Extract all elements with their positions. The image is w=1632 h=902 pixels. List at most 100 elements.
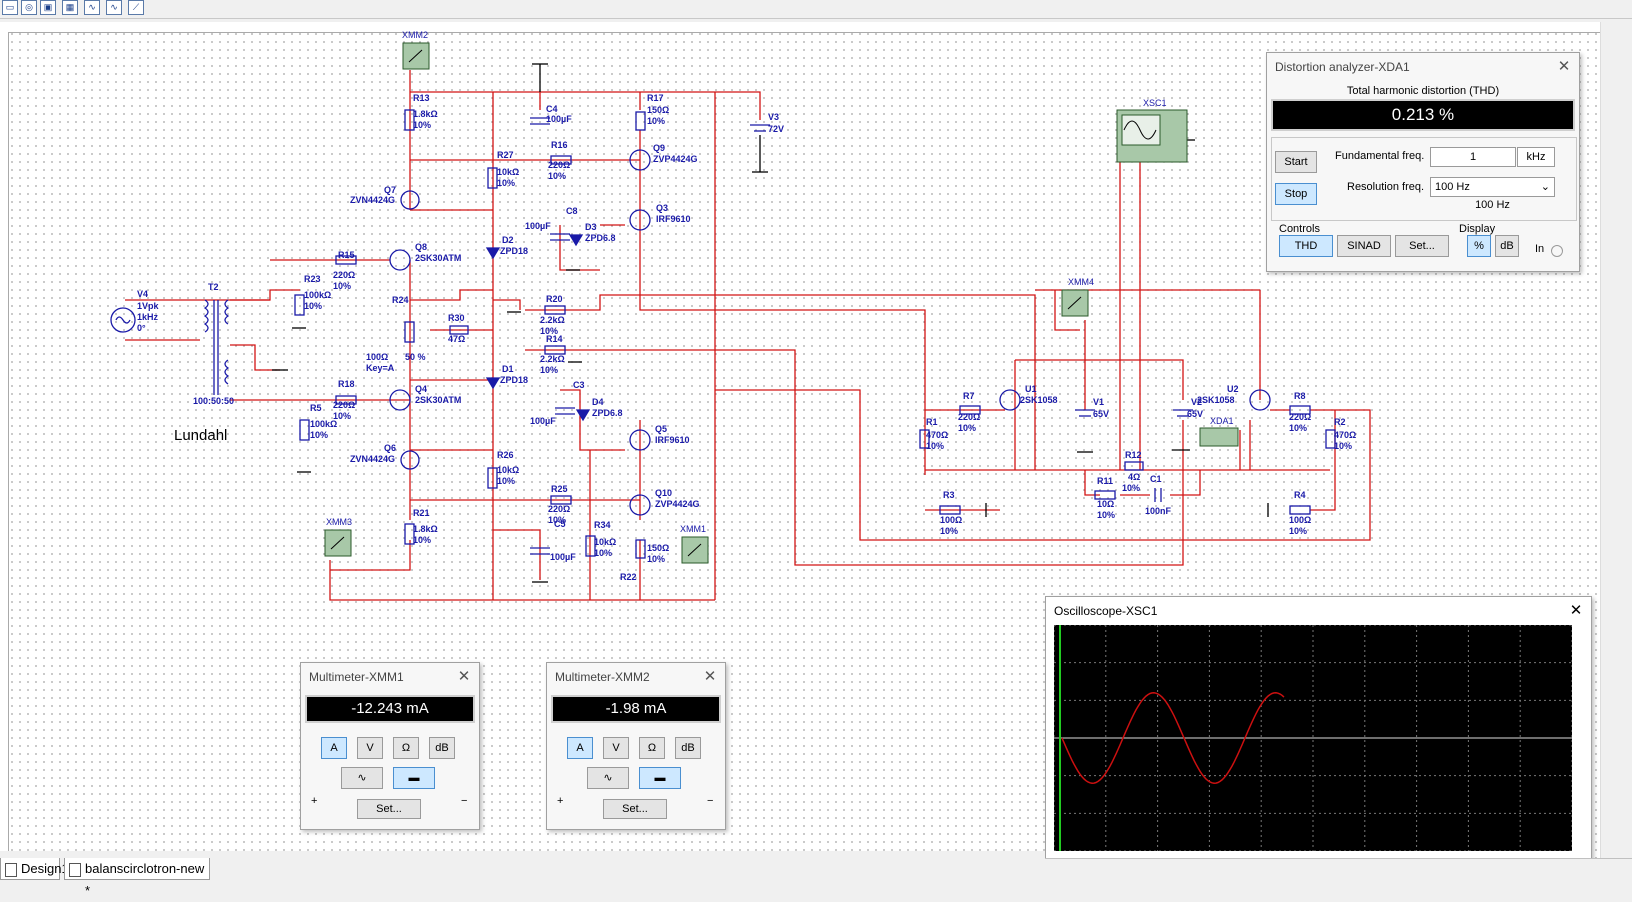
- multimeter-xmm1-icon[interactable]: [681, 536, 709, 564]
- ac-mode-button[interactable]: ∿: [587, 767, 629, 789]
- tab-balanscirclotron[interactable]: balanscirclotron-new *: [64, 858, 210, 898]
- svg-text:0°: 0°: [137, 323, 146, 333]
- thd-button[interactable]: THD: [1279, 235, 1333, 257]
- fundamental-freq-input[interactable]: 1: [1430, 147, 1516, 167]
- svg-text:2SK30ATM: 2SK30ATM: [415, 395, 461, 405]
- zoom-icon[interactable]: ◎: [21, 0, 37, 15]
- db-button[interactable]: dB: [429, 737, 455, 759]
- sine-trace: [1061, 692, 1285, 784]
- svg-text:2SK1058: 2SK1058: [1197, 395, 1235, 405]
- svg-text:Q6: Q6: [384, 443, 396, 453]
- distortion-xda1-icon[interactable]: [1199, 427, 1239, 447]
- resolution-freq-value: 100 Hz: [1435, 181, 1470, 193]
- svg-text:10%: 10%: [926, 441, 944, 451]
- svg-text:V2: V2: [1191, 397, 1202, 407]
- svg-text:V1: V1: [1093, 397, 1104, 407]
- transistor-q7: [400, 190, 420, 210]
- left-ruler: [0, 32, 9, 852]
- dc-mode-button[interactable]: ▬: [393, 767, 435, 789]
- svg-text:Lundahl: Lundahl: [174, 427, 227, 444]
- multimeter-xmm1-window[interactable]: Multimeter-XMM1 ✕ -12.243 mA A V Ω dB ∿ …: [300, 662, 480, 830]
- resolution-freq-select[interactable]: 100 Hz ⌄: [1430, 177, 1555, 197]
- display-label: Display: [1459, 223, 1496, 235]
- svg-text:100Ω: 100Ω: [366, 352, 388, 362]
- svg-text:100µF: 100µF: [550, 552, 576, 562]
- ac-source-v4: [110, 307, 136, 333]
- volt-button[interactable]: V: [603, 737, 629, 759]
- components: [110, 63, 1336, 583]
- set-button[interactable]: Set...: [603, 799, 667, 819]
- amp-button[interactable]: A: [567, 737, 593, 759]
- svg-text:C5: C5: [554, 519, 566, 529]
- transformer-t2: [203, 299, 209, 333]
- svg-text:ZPD18: ZPD18: [500, 246, 528, 256]
- vertical-scrollbar[interactable]: [1600, 22, 1632, 860]
- multimeter-xmm2-window[interactable]: Multimeter-XMM2 ✕ -1.98 mA A V Ω dB ∿ ▬ …: [546, 662, 726, 830]
- trend-icon[interactable]: ⟋: [128, 0, 144, 15]
- ohm-button[interactable]: Ω: [639, 737, 665, 759]
- start-button[interactable]: Start: [1275, 151, 1317, 173]
- db-button[interactable]: dB: [675, 737, 701, 759]
- chart-icon[interactable]: ▭: [2, 0, 18, 15]
- svg-text:2.2kΩ: 2.2kΩ: [540, 354, 565, 364]
- wave-icon[interactable]: ∿: [84, 0, 100, 15]
- svg-text:10%: 10%: [1334, 441, 1352, 451]
- svg-text:10%: 10%: [333, 411, 351, 421]
- input-terminal-icon[interactable]: [1551, 245, 1563, 257]
- close-icon[interactable]: ✕: [703, 668, 717, 685]
- percent-button[interactable]: %: [1467, 235, 1491, 257]
- transistor-q8: [389, 249, 411, 271]
- multimeter-xmm3-icon[interactable]: [324, 529, 352, 557]
- svg-text:10%: 10%: [333, 281, 351, 291]
- set-button[interactable]: Set...: [1395, 235, 1449, 257]
- control-panel: [1271, 137, 1577, 221]
- resistor-r12: [1124, 461, 1144, 471]
- horizontal-scrollbar[interactable]: [0, 851, 1045, 861]
- svg-text:65V: 65V: [1187, 409, 1203, 419]
- svg-text:10Ω: 10Ω: [1097, 499, 1114, 509]
- fundamental-freq-unit[interactable]: kHz: [1517, 147, 1555, 167]
- svg-text:Q5: Q5: [655, 424, 667, 434]
- svg-text:R22: R22: [620, 572, 637, 582]
- svg-text:10%: 10%: [413, 120, 431, 130]
- dc-mode-button[interactable]: ▬: [639, 767, 681, 789]
- scope-screen[interactable]: [1053, 624, 1573, 852]
- svg-text:D1: D1: [502, 364, 514, 374]
- svg-text:XMM3: XMM3: [326, 517, 352, 527]
- set-button[interactable]: Set...: [357, 799, 421, 819]
- window-title: Multimeter-XMM2: [547, 663, 725, 691]
- svg-text:100Ω: 100Ω: [940, 515, 962, 525]
- multimeter-xmm2-icon[interactable]: [402, 42, 430, 70]
- toolbar: ▭ ◎ ▣ ▦ ∿ ∿ ⟋: [0, 0, 1632, 19]
- multimeter-xmm4-icon[interactable]: [1061, 289, 1089, 317]
- oscilloscope-xsc1-icon[interactable]: [1116, 109, 1188, 163]
- amp-button[interactable]: A: [321, 737, 347, 759]
- db-button[interactable]: dB: [1495, 235, 1519, 257]
- svg-text:10kΩ: 10kΩ: [497, 167, 519, 177]
- svg-text:XMM4: XMM4: [1068, 277, 1094, 287]
- close-icon[interactable]: ✕: [457, 668, 471, 685]
- close-icon[interactable]: ✕: [1557, 58, 1571, 75]
- tab-design1[interactable]: Design1: [0, 858, 69, 880]
- volt-button[interactable]: V: [357, 737, 383, 759]
- close-icon[interactable]: ✕: [1569, 602, 1583, 619]
- svg-text:72V: 72V: [768, 124, 784, 134]
- sinad-button[interactable]: SINAD: [1337, 235, 1391, 257]
- svg-text:ZPD6.8: ZPD6.8: [592, 408, 623, 418]
- save-icon[interactable]: ▣: [40, 0, 56, 15]
- svg-text:R1: R1: [926, 417, 938, 427]
- fundamental-freq-label: Fundamental freq.: [1335, 150, 1425, 162]
- oscilloscope-window[interactable]: Oscilloscope-XSC1 ✕ ‹ ›: [1045, 596, 1592, 872]
- distortion-analyzer-window[interactable]: Distortion analyzer-XDA1 ✕ Total harmoni…: [1266, 52, 1580, 272]
- svg-text:220Ω: 220Ω: [958, 412, 980, 422]
- ohm-button[interactable]: Ω: [393, 737, 419, 759]
- svg-text:1kHz: 1kHz: [137, 312, 159, 322]
- svg-text:1.8kΩ: 1.8kΩ: [413, 109, 438, 119]
- ac-mode-button[interactable]: ∿: [341, 767, 383, 789]
- svg-text:2.2kΩ: 2.2kΩ: [540, 315, 565, 325]
- stop-button[interactable]: Stop: [1275, 183, 1317, 205]
- wave2-icon[interactable]: ∿: [106, 0, 122, 15]
- svg-text:2SK1058: 2SK1058: [1020, 395, 1058, 405]
- svg-text:10%: 10%: [413, 535, 431, 545]
- scan-icon[interactable]: ▦: [62, 0, 78, 15]
